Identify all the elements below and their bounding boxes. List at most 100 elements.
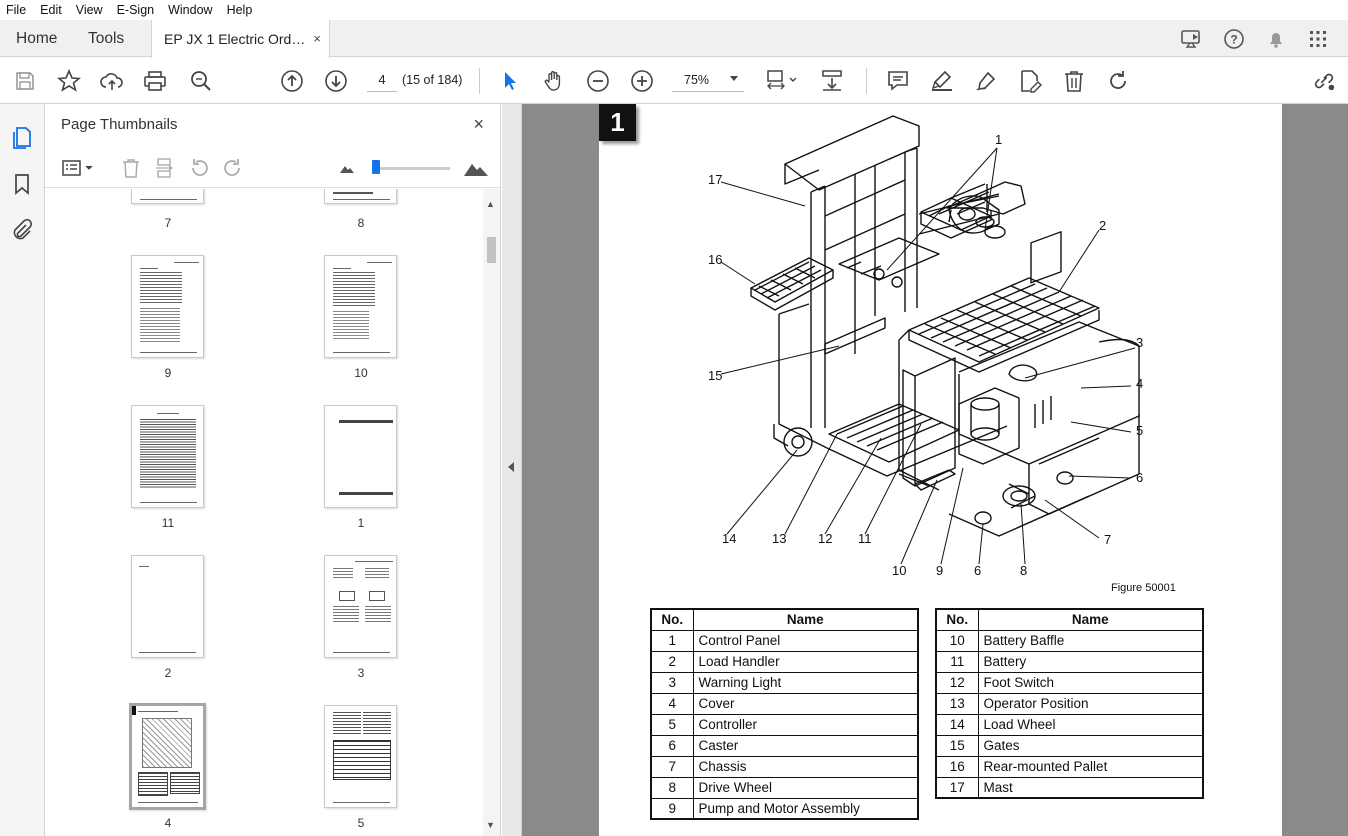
delete-pages-icon[interactable] (119, 156, 143, 180)
part-number: 1 (650, 629, 694, 652)
close-panel-icon[interactable]: × (473, 114, 484, 134)
menu-help[interactable]: Help (226, 3, 253, 17)
help-icon[interactable]: ? (1222, 27, 1246, 51)
print-icon[interactable] (143, 69, 167, 93)
callout-label: 7 (1104, 532, 1112, 547)
thumbnail-page-11[interactable] (131, 405, 204, 508)
tab-home[interactable]: Home (16, 30, 58, 47)
hand-tool-icon[interactable] (542, 69, 566, 93)
bookmark-star-icon[interactable] (57, 69, 81, 93)
insert-pages-icon[interactable] (153, 156, 177, 180)
part-number: 9 (650, 797, 694, 820)
thumbnail-page-8[interactable] (324, 189, 397, 204)
apps-grid-icon[interactable] (1306, 27, 1330, 51)
main-toolbar: (15 of 184) 75% (0, 58, 1348, 104)
thumbnail-size-slider-handle[interactable] (372, 160, 380, 174)
scroll-mode-icon[interactable] (820, 69, 844, 93)
thumbnail-page-9[interactable] (131, 255, 204, 358)
thumbnail-scrollbar[interactable]: ▲ ▼ (483, 189, 500, 836)
tab-tools[interactable]: Tools (88, 30, 125, 47)
page-thumbnails-icon[interactable] (10, 126, 34, 150)
zoom-level-dropdown[interactable]: 75% (672, 68, 744, 92)
thumbnail-page-2[interactable] (131, 555, 204, 658)
part-number: 4 (650, 692, 694, 715)
bookmarks-icon[interactable] (10, 172, 34, 196)
draw-pen-icon[interactable] (974, 69, 998, 93)
rotate-icon[interactable] (1106, 69, 1130, 93)
menu-view[interactable]: View (75, 3, 103, 17)
part-name: Operator Position (977, 692, 1204, 715)
callout-label: 4 (1136, 376, 1144, 391)
part-name: Foot Switch (977, 671, 1204, 694)
menu-edit[interactable]: Edit (40, 3, 62, 17)
upload-cloud-icon[interactable] (100, 69, 124, 93)
delete-trash-icon[interactable] (1062, 69, 1086, 93)
svg-text:?: ? (1230, 33, 1237, 47)
part-number: 14 (935, 713, 979, 736)
scrollbar-handle[interactable] (487, 237, 496, 263)
part-number: 3 (650, 671, 694, 694)
menu-window[interactable]: Window (168, 3, 213, 17)
rotate-right-icon[interactable] (221, 156, 245, 180)
thumbnail-options-icon[interactable] (61, 156, 95, 180)
previous-page-icon[interactable] (280, 69, 304, 93)
part-number: 15 (935, 734, 979, 757)
part-name: Mast (977, 776, 1204, 799)
small-thumbnail-icon[interactable] (335, 156, 359, 180)
thumbnail-size-slider-track[interactable] (375, 167, 450, 170)
save-icon[interactable] (13, 69, 37, 93)
tab-document[interactable]: EP JX 1 Electric Ord… × (151, 20, 330, 58)
share-screen-icon[interactable] (1180, 27, 1204, 51)
next-page-icon[interactable] (324, 69, 348, 93)
figure-badge: 1 (599, 104, 636, 141)
part-name: Control Panel (692, 629, 919, 652)
thumbnail-label: 2 (164, 666, 172, 680)
thumbnail-page-7[interactable] (131, 189, 204, 204)
order-picker-illustration (720, 115, 1140, 565)
thumbnail-label: 4 (164, 816, 172, 830)
attachments-paperclip-icon[interactable] (10, 218, 34, 242)
chevron-down-icon (730, 76, 738, 81)
menu-esign[interactable]: E-Sign (116, 3, 155, 17)
menu-file[interactable]: File (6, 3, 27, 17)
callout-label: 6 (1136, 470, 1144, 485)
zoom-out-icon[interactable] (586, 69, 610, 93)
callout-label: 16 (708, 252, 723, 267)
part-name: Cover (692, 692, 919, 715)
thumbnail-page-10[interactable] (324, 255, 397, 358)
thumbnail-label: 3 (357, 666, 365, 680)
part-name: Gates (977, 734, 1204, 757)
zoom-search-icon[interactable] (189, 69, 213, 93)
notification-bell-icon[interactable] (1264, 27, 1288, 51)
scroll-up-icon[interactable]: ▲ (486, 199, 495, 209)
edit-document-icon[interactable] (1018, 69, 1042, 93)
part-number: 6 (650, 734, 694, 757)
thumbnail-page-4-selected[interactable] (129, 703, 206, 810)
comment-icon[interactable] (886, 69, 910, 93)
share-link-icon[interactable] (1312, 69, 1336, 93)
zoom-level-value: 75% (684, 72, 710, 87)
scroll-down-icon[interactable]: ▼ (486, 820, 495, 830)
zoom-in-icon[interactable] (630, 69, 654, 93)
callout-label: 15 (708, 368, 723, 383)
thumbnail-page-5[interactable] (324, 705, 397, 808)
collapse-panel-handle[interactable] (502, 104, 522, 836)
page-number-input[interactable] (367, 68, 397, 92)
large-thumbnail-icon[interactable] (462, 156, 490, 180)
part-number: 2 (650, 650, 694, 673)
select-cursor-icon[interactable] (498, 69, 522, 93)
rotate-left-icon[interactable] (187, 156, 211, 180)
thumbnail-label: 5 (357, 816, 365, 830)
tab-bar: Home Tools EP JX 1 Electric Ord… × ? (0, 20, 1348, 58)
column-header-no: No. (650, 608, 694, 631)
callout-label: 5 (1136, 423, 1144, 438)
thumbnail-page-3[interactable] (324, 555, 397, 658)
callout-label: 11 (858, 531, 872, 546)
highlight-pen-icon[interactable] (930, 69, 954, 93)
close-tab-icon[interactable]: × (313, 31, 321, 46)
thumbnail-page-1[interactable] (324, 405, 397, 508)
page-fit-icon[interactable] (764, 69, 800, 93)
